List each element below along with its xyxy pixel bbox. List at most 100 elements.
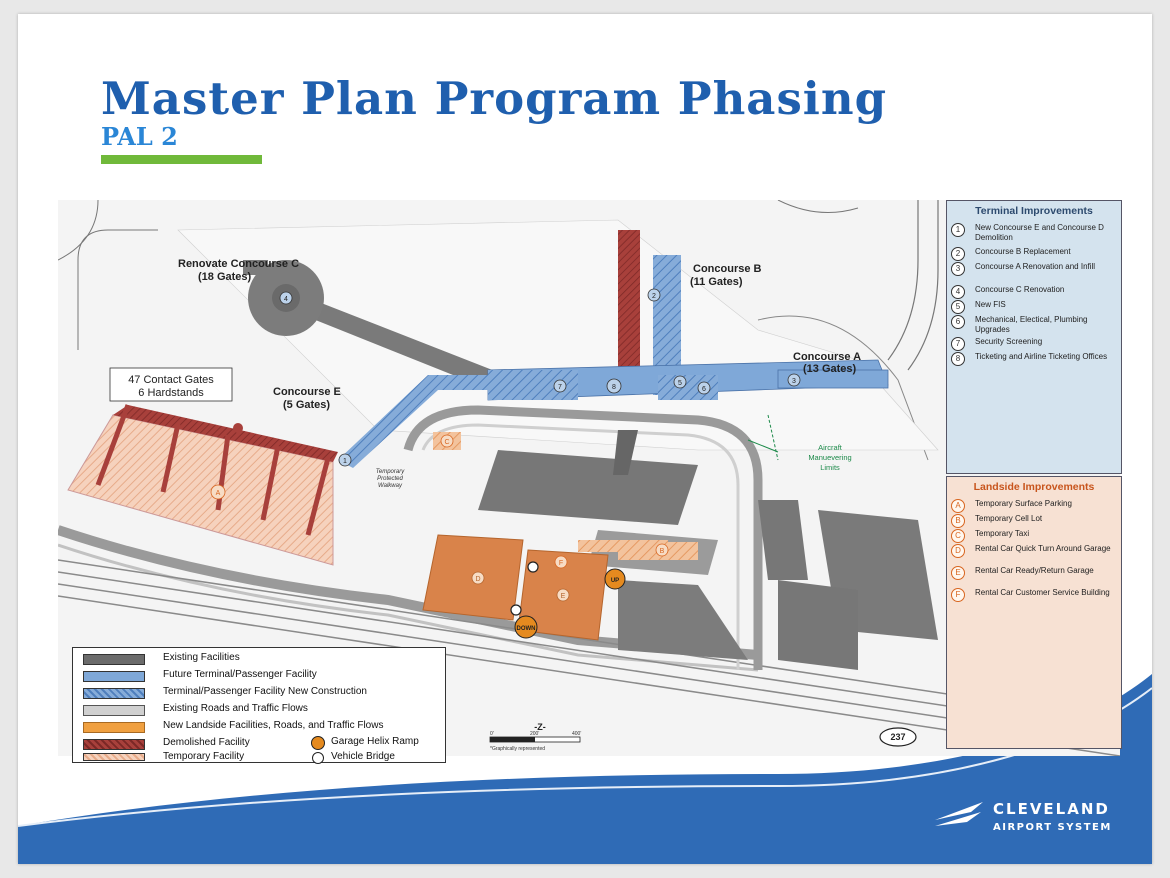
li-text: Temporary Surface Parking	[975, 499, 1072, 508]
ti-text: Concourse C Renovation	[975, 285, 1065, 294]
label-temp-walkway-1: Temporary	[376, 469, 405, 475]
legend-label: Future Terminal/Passenger Facility	[163, 669, 317, 680]
ti-num: 7	[951, 337, 965, 351]
label-contact-gates: 47 Contact Gates	[128, 374, 214, 386]
li-text: Rental Car Quick Turn Around Garage	[975, 544, 1111, 553]
airport-logo-icon	[935, 802, 983, 826]
legend-swatch-future	[83, 671, 145, 682]
ti-num: 4	[951, 285, 965, 299]
legend-label: Terminal/Passenger Facility New Construc…	[163, 686, 367, 697]
label-concourse-a: Concourse A	[793, 351, 861, 363]
landside-improvements-heading: Landside Improvements	[973, 481, 1095, 493]
li-text: Temporary Cell Lot	[975, 514, 1043, 523]
label-concourse-e: Concourse E	[273, 386, 341, 398]
helix-ramp-icon	[311, 736, 325, 750]
ti-item: 3 Concourse A Renovation and Infill	[951, 262, 1115, 276]
marker-a: A	[216, 490, 221, 497]
label-concourse-a-gates: (13 Gates)	[803, 363, 857, 375]
label-aircraft-2: Manuevering	[808, 453, 851, 462]
legend-swatch-new-construction	[83, 688, 145, 699]
label-up: UP	[611, 578, 619, 584]
slide: Master Plan Program Phasing PAL 2	[18, 14, 1152, 864]
li-item: D Rental Car Quick Turn Around Garage	[951, 544, 1115, 558]
ti-item: 5 New FIS	[951, 300, 1115, 314]
li-text: Rental Car Ready/Return Garage	[975, 566, 1094, 575]
li-num: F	[951, 588, 965, 602]
legend-swatch-temporary	[83, 753, 145, 761]
marker-7: 7	[558, 384, 562, 391]
ti-num: 8	[951, 352, 965, 366]
logo-text-airport-system: AIRPORT SYSTEM	[993, 822, 1112, 833]
li-num: E	[951, 566, 965, 580]
map-legend: Existing Facilities Future Terminal/Pass…	[72, 647, 446, 764]
ti-text: Concourse B Replacement	[975, 247, 1071, 256]
marker-d: D	[475, 576, 480, 583]
label-route-237: 237	[890, 732, 905, 742]
ti-text: Security Screening	[975, 337, 1043, 346]
scale-400: 400'	[572, 731, 581, 737]
terminal-improvements-heading: Terminal Improvements	[975, 205, 1093, 217]
ti-item: 7 Security Screening	[951, 337, 1115, 351]
marker-4: 4	[284, 296, 288, 303]
ti-num: 5	[951, 300, 965, 314]
scale-0: 0'	[490, 731, 494, 737]
site-plan-map: Renovate Concourse C (18 Gates) Concours…	[58, 200, 1120, 756]
marker-2: 2	[652, 293, 656, 300]
scale-note: *Graphically represented	[490, 746, 545, 752]
label-aircraft-1: Aircraft	[818, 443, 843, 452]
label-concourse-c-gates: (18 Gates)	[198, 271, 252, 283]
ti-num: 3	[951, 262, 965, 276]
ti-num: 2	[951, 247, 965, 261]
li-text: Temporary Taxi	[975, 529, 1030, 538]
li-num: D	[951, 544, 965, 558]
ti-num: 6	[951, 315, 965, 329]
ti-text: New Concourse E and Concourse D Demoliti…	[975, 223, 1104, 242]
marker-1: 1	[343, 458, 347, 465]
scale-200: 200'	[530, 731, 539, 737]
legend-label: Existing Roads and Traffic Flows	[163, 703, 308, 714]
accent-bar	[101, 155, 262, 164]
legend-swatch-existing	[83, 654, 145, 665]
ti-text: Ticketing and Airline Ticketing Offices	[975, 352, 1108, 361]
ti-item: 1 New Concourse E and Concourse D Demolit…	[951, 223, 1115, 242]
marker-f: F	[559, 560, 563, 567]
marker-5: 5	[678, 380, 682, 387]
label-temp-walkway-3: Walkway	[378, 483, 403, 489]
marker-3: 3	[792, 378, 796, 385]
li-text: Rental Car Customer Service Building	[975, 588, 1110, 597]
legend-label: Existing Facilities	[163, 652, 240, 663]
logo-text-cleveland: CLEVELAND	[993, 800, 1110, 818]
cleveland-airport-logo: CLEVELAND AIRPORT SYSTEM	[933, 792, 1123, 842]
ti-text: Concourse A Renovation and Infill	[975, 262, 1096, 271]
label-hardstands: 6 Hardstands	[138, 387, 204, 399]
ti-text: New FIS	[975, 300, 1006, 309]
ti-item: 4 Concourse C Renovation	[951, 285, 1115, 299]
li-item: A Temporary Surface Parking	[951, 499, 1115, 513]
legend-swatch-existing-roads	[83, 705, 145, 716]
legend-label: New Landside Facilities, Roads, and Traf…	[163, 720, 384, 731]
legend-label: Demolished Facility	[163, 737, 250, 748]
li-item: B Temporary Cell Lot	[951, 514, 1115, 528]
ti-text: Mechanical, Electical, Plumbing Upgrades	[975, 315, 1088, 334]
ti-num: 1	[951, 223, 965, 237]
label-down: DOWN	[517, 626, 536, 632]
label-concourse-e-gates: (5 Gates)	[283, 399, 330, 411]
label-concourse-b: Concourse B	[693, 263, 762, 275]
marker-b: B	[660, 548, 665, 555]
terminal-improvements-panel: Terminal Improvements 1 New Concourse E a…	[946, 200, 1122, 474]
label-aircraft-3: Limits	[820, 463, 840, 472]
marker-e: E	[561, 593, 566, 600]
legend-label: Temporary Facility	[163, 751, 245, 762]
ti-item: 6 Mechanical, Electical, Plumbing Upgrade…	[951, 315, 1115, 334]
landside-improvements-panel: Landside Improvements A Temporary Surface…	[946, 476, 1122, 749]
li-num: B	[951, 514, 965, 528]
legend-swatch-landside	[83, 722, 145, 733]
marker-8: 8	[612, 384, 616, 391]
li-num: A	[951, 499, 965, 513]
li-item: E Rental Car Ready/Return Garage	[951, 566, 1115, 580]
marker-c: C	[444, 439, 449, 446]
label-temp-walkway-2: Protected	[377, 476, 403, 482]
page-title: Master Plan Program Phasing	[101, 72, 888, 125]
legend-label: Vehicle Bridge	[331, 751, 395, 762]
